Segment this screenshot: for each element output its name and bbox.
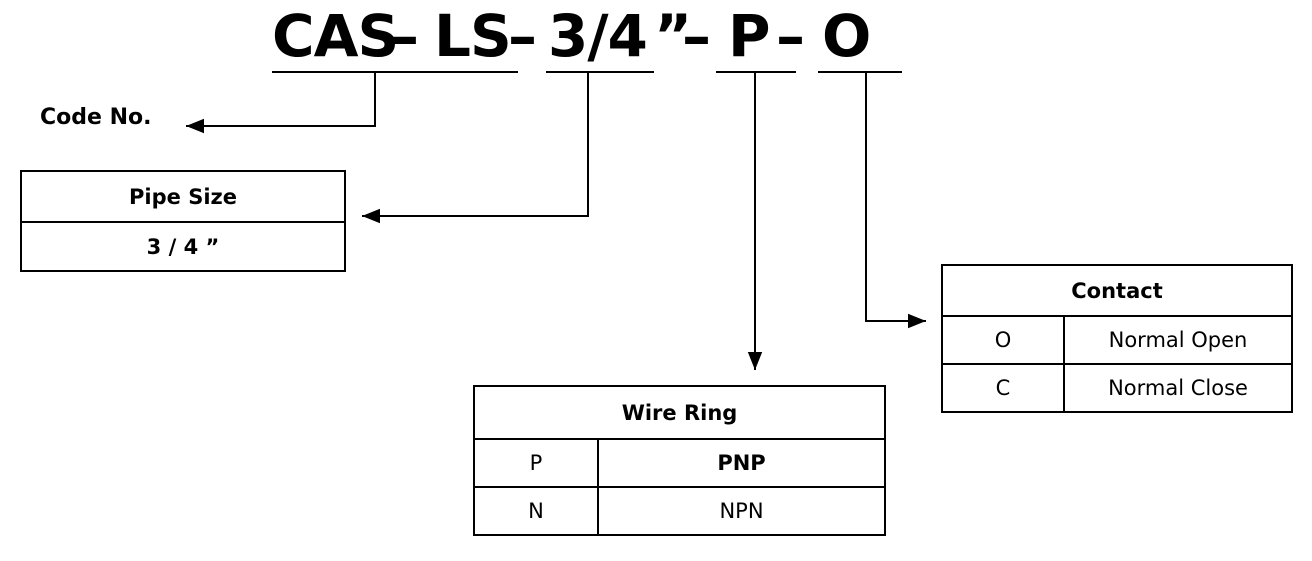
contact-connector-arrow bbox=[865, 72, 926, 329]
contact-desc-cell: Normal Open bbox=[1063, 315, 1293, 365]
code-no-label: Code No. bbox=[40, 105, 152, 130]
wire-ring-code-cell: P bbox=[473, 438, 599, 488]
code-separator: – bbox=[508, 2, 537, 70]
table-row: P PNP bbox=[473, 438, 886, 488]
code-separator: – bbox=[682, 2, 711, 70]
wire-ring-title: Wire Ring bbox=[473, 385, 886, 440]
wire-ring-desc-cell: PNP bbox=[597, 438, 886, 488]
pipe-size-underline bbox=[546, 71, 654, 73]
wire-ring-table: Wire Ring P PNP N NPN bbox=[473, 385, 886, 536]
contact-table: Contact O Normal Open C Normal Close bbox=[941, 264, 1293, 413]
code-no-underline bbox=[272, 71, 518, 73]
contact-underline bbox=[818, 71, 902, 73]
code-segment-cas: CAS bbox=[272, 2, 399, 70]
wire-ring-code-cell: N bbox=[473, 486, 599, 536]
pipe-size-connector-arrow bbox=[362, 72, 589, 224]
code-separator: – bbox=[776, 2, 805, 70]
code-segment-contact: O bbox=[822, 2, 871, 70]
code-inch-mark: ” bbox=[654, 2, 692, 70]
code-segment-pipe-size: 3/4 bbox=[548, 2, 648, 70]
contact-code-cell: O bbox=[941, 315, 1065, 365]
code-no-connector-arrow bbox=[186, 72, 376, 134]
table-row: C Normal Close bbox=[941, 363, 1293, 413]
table-row: O Normal Open bbox=[941, 315, 1293, 365]
pipe-size-value: 3 / 4 ” bbox=[20, 221, 346, 272]
code-segment-ls: LS bbox=[434, 2, 512, 70]
contact-code-cell: C bbox=[941, 363, 1065, 413]
table-row: N NPN bbox=[473, 486, 886, 536]
pipe-size-title: Pipe Size bbox=[20, 170, 346, 223]
pipe-size-table: Pipe Size 3 / 4 ” bbox=[20, 170, 346, 272]
code-segment-wire-ring: P bbox=[728, 2, 771, 70]
contact-title: Contact bbox=[941, 264, 1293, 317]
contact-desc-cell: Normal Close bbox=[1063, 363, 1293, 413]
wire-ring-desc-cell: NPN bbox=[597, 486, 886, 536]
code-separator: – bbox=[390, 2, 419, 70]
